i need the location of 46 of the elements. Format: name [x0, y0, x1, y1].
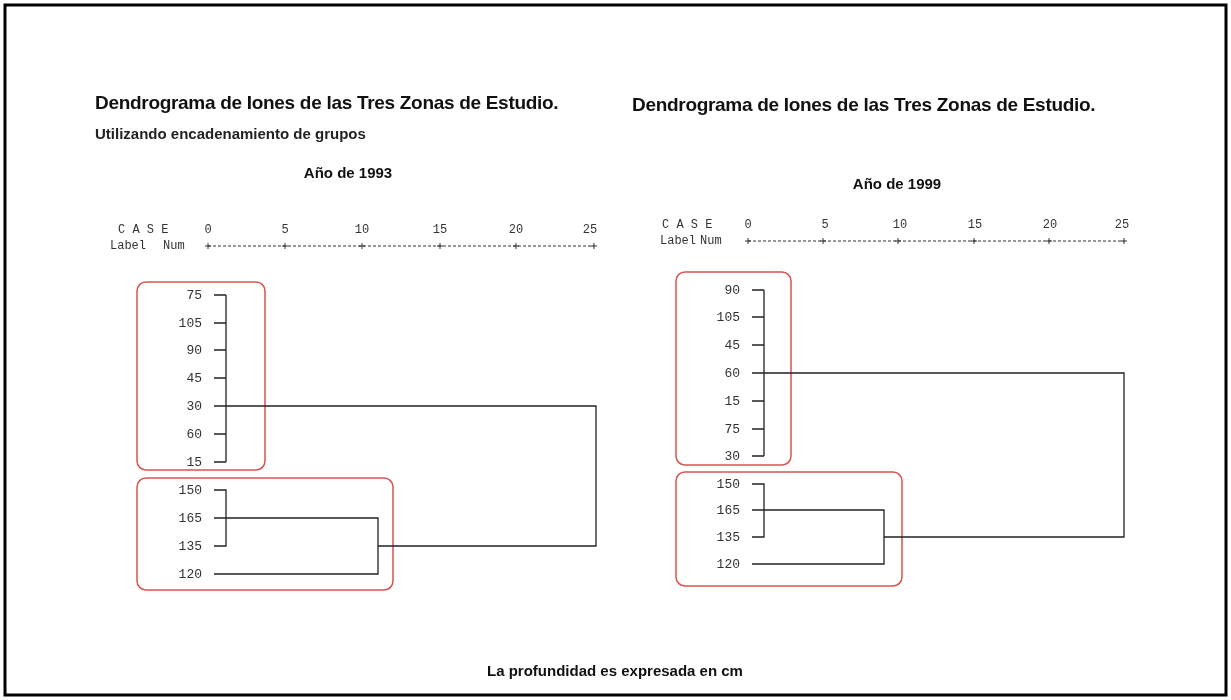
case-label: 30: [724, 448, 740, 464]
year-heading: Año de 1993: [303, 163, 393, 181]
axis-tick-label: 20: [508, 223, 524, 237]
axis-tick-label: 15: [432, 223, 448, 237]
case-label: 105: [716, 309, 740, 325]
case-label: 90: [186, 342, 202, 358]
case-label: 60: [186, 426, 202, 442]
case-label: 75: [724, 421, 740, 437]
axis-tick-label: 20: [1042, 218, 1058, 232]
case-label: 150: [178, 482, 202, 498]
axis-tick-label: 5: [281, 223, 289, 237]
case-label: 15: [724, 393, 740, 409]
year-heading: Año de 1999: [852, 174, 942, 192]
column-header: Label: [110, 239, 146, 253]
axis-tick-label: 0: [204, 223, 212, 237]
case-label: 90: [724, 282, 740, 298]
case-label: 165: [178, 510, 202, 526]
panel-heading: Dendrograma de Iones de las Tres Zonas de Estudio.: [95, 92, 559, 114]
axis-tick-label: 15: [967, 218, 983, 232]
axis-tick-label: 10: [354, 223, 370, 237]
case-label: 120: [178, 566, 202, 582]
axis-tick-label: 25: [582, 223, 598, 237]
case-label: 135: [178, 538, 202, 554]
case-label: 165: [716, 502, 740, 518]
axis-tick-label: 0: [744, 218, 752, 232]
column-header: Num: [700, 234, 722, 248]
case-label: 135: [716, 529, 740, 545]
case-label: 150: [716, 476, 740, 492]
column-header: C A S E: [118, 223, 169, 237]
case-label: 45: [186, 370, 202, 386]
case-label: 30: [186, 398, 202, 414]
case-label: 75: [186, 287, 202, 303]
column-header: C A S E: [662, 218, 713, 232]
axis-tick-label: 5: [821, 218, 829, 232]
axis-tick-label: 10: [892, 218, 908, 232]
case-label: 105: [178, 315, 202, 331]
case-label: 60: [724, 365, 740, 381]
case-label: 120: [716, 556, 740, 572]
diagram-subtitle: Utilizando encadenamiento de grupos: [95, 124, 366, 142]
column-header: Label: [660, 234, 696, 248]
case-label: 15: [186, 454, 202, 470]
case-label: 45: [724, 337, 740, 353]
column-header: Num: [163, 239, 185, 253]
panel-heading: Dendrograma de Iones de las Tres Zonas de Estudio.: [632, 94, 1096, 116]
axis-tick-label: 25: [1114, 218, 1130, 232]
caption: La profundidad es expresada en cm: [487, 661, 743, 679]
